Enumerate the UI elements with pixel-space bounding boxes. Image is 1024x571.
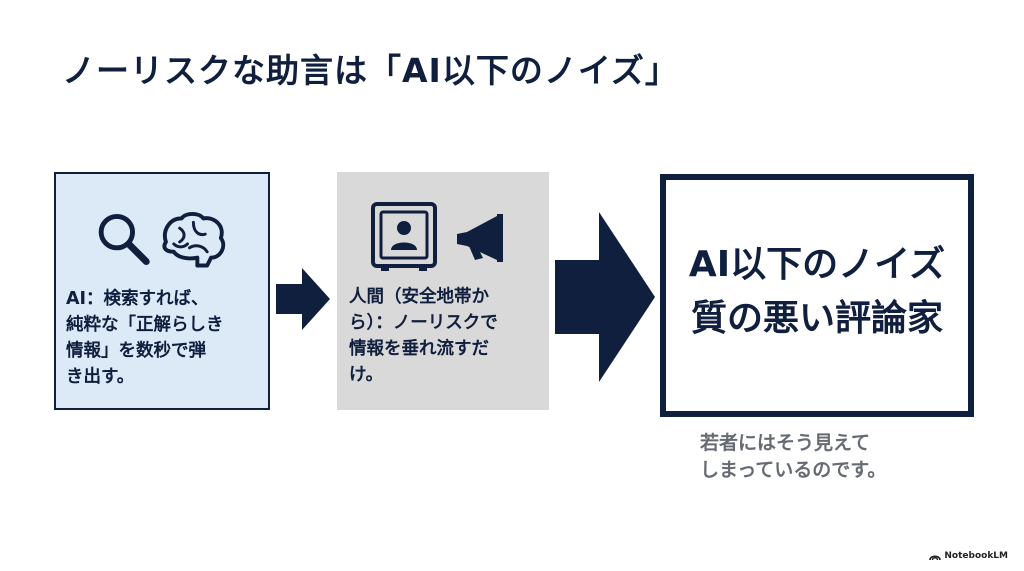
ai-box: AI：検索すれば、 純粋な「正解らしき 情報」を数秒で弾 き出す。 [54,172,270,410]
caption: 若者にはそう見えて しまっているのです。 [700,432,887,481]
brand-label: NotebookLM [944,551,1008,561]
arrow-small [276,268,330,330]
result-text: AI以下のノイズ 質の悪い評論家 [688,244,946,339]
safe-icon [371,202,437,271]
slide-title: ノーリスクな助言は「AI以下のノイズ」 [62,51,679,90]
result-box: AI以下のノイズ 質の悪い評論家 [660,174,974,417]
brain-icon [162,212,226,268]
magnifier-icon [98,213,150,266]
human-box-text: 人間（安全地帯か ら）：ノーリスクで 情報を垂れ流すだ け。 [349,287,498,385]
human-icons [371,202,503,271]
ai-box-text: AI：検索すれば、 純粋な「正解らしき 情報」を数秒で弾 き出す。 [66,289,224,387]
ai-icons [98,212,226,268]
notebooklm-logo-icon [929,554,942,560]
footer-brand: NotebookLM [929,551,1008,561]
human-box: 人間（安全地帯か ら）：ノーリスクで 情報を垂れ流すだ け。 [337,172,549,410]
arrow-large [555,212,655,382]
megaphone-icon [457,214,503,262]
